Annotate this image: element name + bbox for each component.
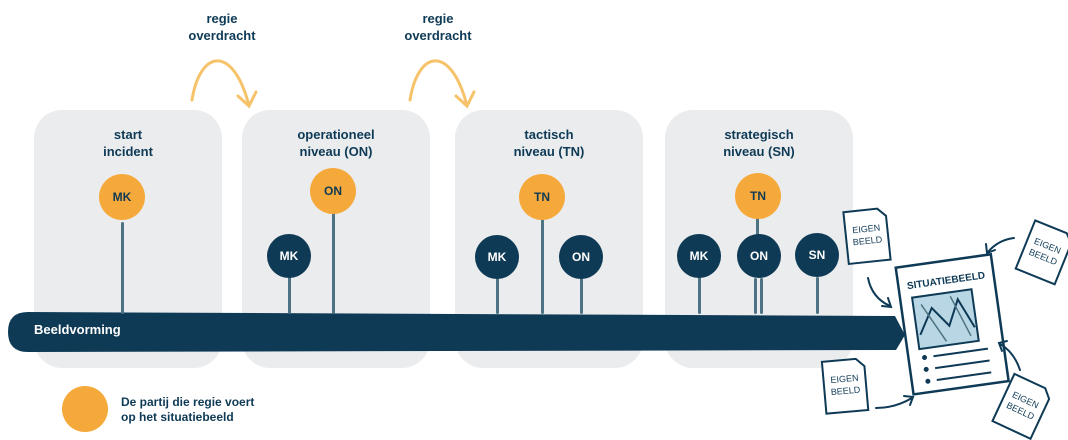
arrow-icon <box>867 237 1021 409</box>
party-node: MK <box>267 234 311 278</box>
node-stem <box>698 277 701 314</box>
panel-title-line: start <box>113 127 143 142</box>
eigen-beeld-note: EIGEN BEELD <box>1014 219 1068 286</box>
lead-node: MK <box>99 174 145 220</box>
node-stem <box>288 275 291 314</box>
lead-node: TN <box>519 174 565 220</box>
handover-label: regie overdracht <box>378 10 498 44</box>
party-node: MK <box>677 234 721 278</box>
eigen-beeld-text: BEELD <box>830 385 861 398</box>
eigen-beeld-note: EIGEN BEELD <box>842 207 892 266</box>
party-node: MK <box>475 235 519 279</box>
panel-title: operationeel niveau (ON) <box>242 126 430 160</box>
legend-text: De partij die regie voert op het situati… <box>121 395 254 425</box>
node-stem <box>121 222 124 314</box>
handover-label-line: overdracht <box>188 28 256 43</box>
eigen-beeld-text: BEELD <box>852 234 883 247</box>
handover-label-line: regie <box>422 11 454 26</box>
party-node: SN <box>795 233 839 277</box>
node-stem <box>756 216 759 240</box>
beeldvorming-label: Beeldvorming <box>34 322 121 337</box>
panel-title-line: operationeel <box>297 127 375 142</box>
panel-title: tactisch niveau (TN) <box>455 126 643 160</box>
eigen-beeld-text: EIGEN <box>852 222 881 235</box>
handover-label-line: overdracht <box>404 28 472 43</box>
node-stem <box>816 277 819 314</box>
legend-line: op het situatiebeeld <box>121 410 234 424</box>
handover-label: regie overdracht <box>162 10 282 44</box>
panel-title-line: niveau (TN) <box>513 144 585 159</box>
node-stem <box>754 278 757 314</box>
lead-node: ON <box>310 168 356 214</box>
handover-label-line: regie <box>206 11 238 26</box>
panel-title: start incident <box>34 126 222 160</box>
node-stem <box>496 278 499 314</box>
panel-title-line: incident <box>103 144 153 159</box>
legend-line: De partij die regie voert <box>121 395 255 409</box>
eigen-beeld-note: EIGEN BEELD <box>991 372 1051 440</box>
node-stem <box>541 214 544 314</box>
eigen-beeld-note: EIGEN BEELD <box>820 357 870 415</box>
handover-arrow-icon <box>190 59 258 109</box>
lead-node: TN <box>735 173 781 219</box>
panel-title: strategisch niveau (SN) <box>665 126 853 160</box>
panel-title-line: strategisch <box>724 127 794 142</box>
eigen-beeld-text: EIGEN <box>830 373 859 385</box>
party-node: ON <box>559 235 603 279</box>
node-stem <box>580 278 583 314</box>
situatiebeeld-sheet: SITUATIEBEELD <box>894 252 1011 396</box>
panel-title-line: tactisch <box>524 127 574 142</box>
node-stem <box>760 278 763 314</box>
beeldvorming-bar <box>8 312 905 352</box>
panel-title-line: niveau (SN) <box>723 144 795 159</box>
legend-lead-dot <box>62 386 108 432</box>
handover-arrow-icon <box>408 59 476 109</box>
node-stem <box>332 212 335 314</box>
panel-title-line: niveau (ON) <box>299 144 373 159</box>
party-node: ON <box>737 234 781 278</box>
